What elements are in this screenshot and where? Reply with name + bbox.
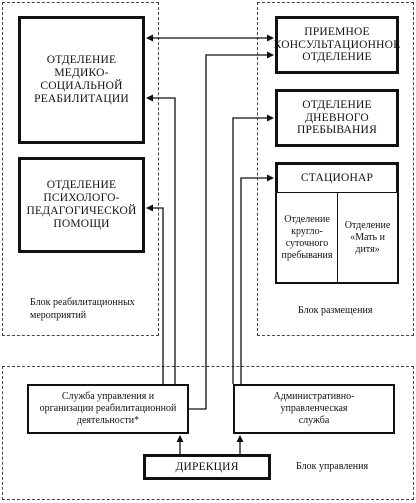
medsoc-rehab-unit-label: ОТДЕЛЕНИЕ МЕДИКО- СОЦИАЛЬНОЙ РЕАБИЛИТАЦИ…: [34, 54, 129, 105]
rehab-management-service: Служба управления и организации реабилит…: [27, 384, 189, 434]
reception-unit: ПРИЕМНОЕ КОНСУЛЬТАЦИОННОЕ ОТДЕЛЕНИЕ: [273, 16, 401, 74]
psych-ped-unit: ОТДЕЛЕНИЕ ПСИХОЛОГО- ПЕДАГОГИЧЕСКОЙ ПОМО…: [18, 157, 145, 253]
rehab-service-to-psych-link: [146, 204, 164, 384]
admin-service-label: Административно- управленческая служба: [273, 391, 355, 426]
medsoc-rehab-unit: ОТДЕЛЕНИЕ МЕДИКО- СОЦИАЛЬНОЙ РЕАБИЛИТАЦИ…: [18, 16, 145, 144]
admin-service: Административно- управленческая служба: [233, 384, 395, 434]
round-the-clock-unit-label: Отделение кругло- суточного пребывания: [281, 213, 333, 261]
psych-ped-unit-label: ОТДЕЛЕНИЕ ПСИХОЛОГО- ПЕДАГОГИЧЕСКОЙ ПОМО…: [26, 179, 137, 230]
management-block-label: Блок управления: [296, 461, 369, 472]
rehab-block: [2, 2, 159, 336]
mother-child-unit-label: Отделение «Мать и дитя»: [344, 219, 391, 255]
admin-to-daycare-link: [232, 114, 274, 384]
round-the-clock-unit: Отделение кругло- суточного пребывания: [277, 193, 338, 282]
management-block: [2, 366, 414, 500]
directorate-label: ДИРЕКЦИЯ: [175, 460, 239, 473]
daycare-unit-label: ОТДЕЛЕНИЕ ДНЕВНОГО ПРЕБЫВАНИЯ: [297, 98, 377, 137]
reception-unit-label: ПРИЕМНОЕ КОНСУЛЬТАЦИОННОЕ ОТДЕЛЕНИЕ: [273, 25, 401, 64]
admin-to-hospital-link: [240, 174, 274, 384]
daycare-unit: ОТДЕЛЕНИЕ ДНЕВНОГО ПРЕБЫВАНИЯ: [275, 89, 399, 147]
placement-block-label: Блок размещения: [298, 305, 373, 316]
rehab-service-to-medsoc-link: [146, 94, 176, 384]
rehab-management-service-label: Служба управления и организации реабилит…: [39, 391, 177, 426]
hospital-unit-label: СТАЦИОНАР: [300, 172, 374, 185]
rehab-block-label: Блок реабилитационных мероприятий: [30, 297, 135, 321]
mother-child-unit: Отделение «Мать и дитя»: [338, 193, 397, 282]
hospital-subunits: Отделение кругло- суточного пребывания О…: [275, 193, 399, 284]
placement-block: [257, 2, 414, 336]
rehab-service-to-reception-link: [189, 51, 274, 410]
directorate: ДИРЕКЦИЯ: [143, 454, 271, 480]
